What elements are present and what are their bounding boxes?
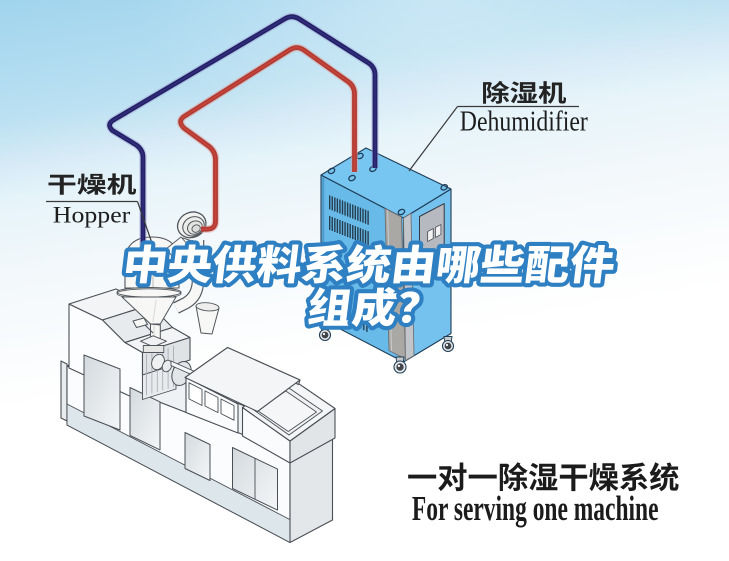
svg-text:For serving one machine: For serving one machine	[412, 489, 659, 528]
svg-text:Dehumidifier: Dehumidifier	[460, 107, 589, 138]
svg-text:Hopper: Hopper	[53, 203, 131, 228]
